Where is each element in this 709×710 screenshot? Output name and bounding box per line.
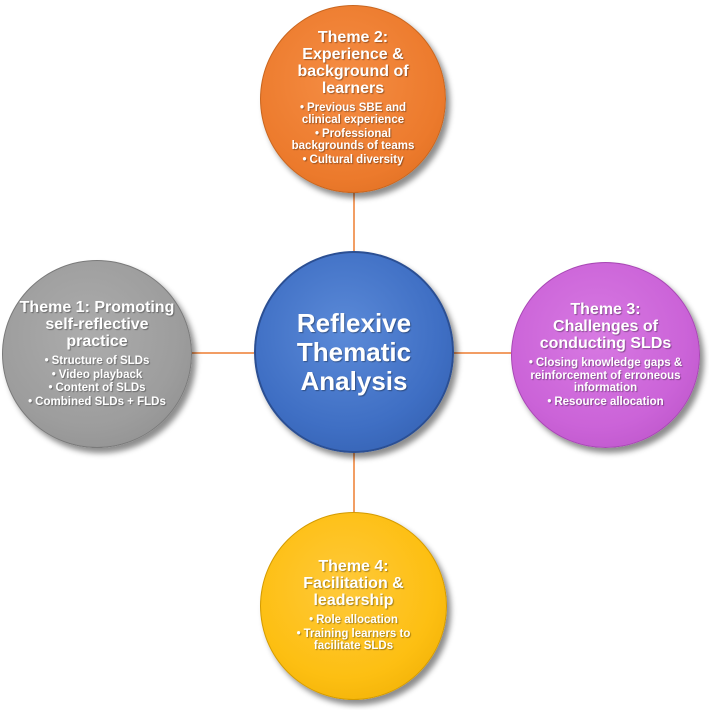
theme-4-list: Role allocation Training learners to fac… <box>277 614 430 654</box>
theme-1-title: Theme 1: Promoting self-reflective pract… <box>19 299 175 350</box>
theme-3-item: Resource allocation <box>528 396 683 409</box>
theme-1-item: Combined SLDs + FLDs <box>28 396 166 409</box>
theme-3-item: Closing knowledge gaps & reinforcement o… <box>528 357 683 395</box>
theme-2-item: Cultural diversity <box>279 154 427 167</box>
center-node: Reflexive Thematic Analysis <box>254 251 454 453</box>
theme-node-4: Theme 4: Facilitation & leadership Role … <box>260 512 447 700</box>
center-node-label: Reflexive Thematic Analysis <box>296 307 412 396</box>
theme-node-1: Theme 1: Promoting self-reflective pract… <box>2 260 192 448</box>
theme-2-item: Professional backgrounds of teams <box>279 128 427 153</box>
theme-3-list: Closing knowledge gaps & reinforcement o… <box>528 357 683 409</box>
theme-1-item: Structure of SLDs <box>28 355 166 368</box>
theme-2-list: Previous SBE and clinical experience Pro… <box>279 102 427 168</box>
theme-1-item: Content of SLDs <box>28 382 166 395</box>
theme-1-list: Structure of SLDs Video playback Content… <box>28 355 166 409</box>
theme-node-2: Theme 2: Experience & background of lear… <box>260 5 446 193</box>
theme-4-item: Role allocation <box>277 614 430 627</box>
theme-1-item: Video playback <box>28 369 166 382</box>
theme-3-title: Theme 3: Challenges of conducting SLDs <box>539 301 672 352</box>
theme-node-3: Theme 3: Challenges of conducting SLDs C… <box>511 262 700 448</box>
theme-2-item: Previous SBE and clinical experience <box>279 102 427 127</box>
theme-4-title: Theme 4: Facilitation & leadership <box>303 558 404 610</box>
theme-4-item: Training learners to facilitate SLDs <box>277 628 430 653</box>
theme-2-title: Theme 2: Experience & background of lear… <box>297 28 409 97</box>
